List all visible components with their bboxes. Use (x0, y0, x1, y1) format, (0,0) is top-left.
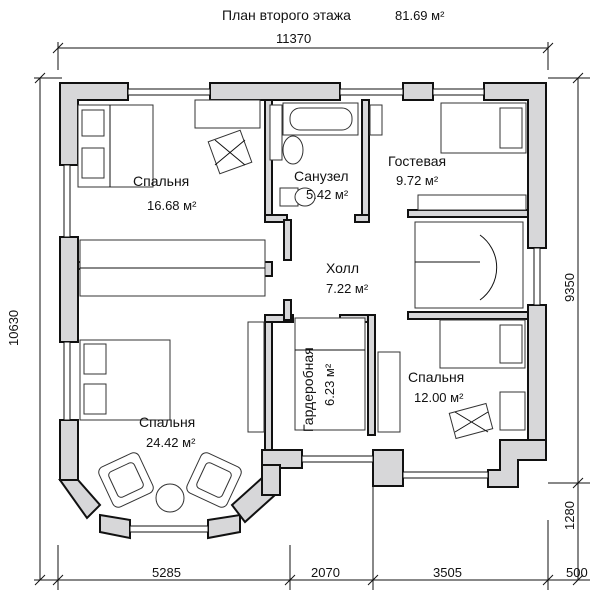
dim-bottom-3: 3505 (433, 565, 462, 580)
plan-title: План второго этажа (222, 7, 351, 23)
dim-top-total: 11370 (276, 31, 311, 46)
dimension-lines (34, 42, 590, 590)
furniture (77, 99, 527, 513)
room-wardrobe-name: Гардеробная (300, 347, 316, 432)
room-wardrobe-area: 6.23 м² (322, 363, 337, 406)
dim-bottom-4: 500 (566, 565, 588, 580)
room-bathroom-area: 5.42 м² (306, 187, 349, 202)
room-hall-name: Холл (326, 260, 359, 276)
dim-bottom-2: 2070 (311, 565, 340, 580)
dim-left-total: 10630 (6, 310, 21, 346)
room-bedroom-1-area: 16.68 м² (147, 198, 197, 213)
room-bathroom-name: Санузел (294, 168, 349, 184)
dim-right-main: 9350 (562, 273, 577, 302)
room-bedroom-2-name: Спальня (408, 369, 464, 385)
room-bedroom-3-name: Спальня (139, 414, 195, 430)
dim-right-lower: 1280 (562, 501, 577, 530)
plan-total-area: 81.69 м² (395, 8, 445, 23)
room-bedroom-2-area: 12.00 м² (414, 390, 464, 405)
room-bedroom-1-name: Спальня (133, 173, 189, 189)
room-guest-name: Гостевая (388, 153, 446, 169)
dim-bottom-1: 5285 (152, 565, 181, 580)
room-hall-area: 7.22 м² (326, 281, 369, 296)
room-bedroom-3-area: 24.42 м² (146, 435, 196, 450)
room-guest-area: 9.72 м² (396, 173, 439, 188)
windows (63, 88, 541, 533)
